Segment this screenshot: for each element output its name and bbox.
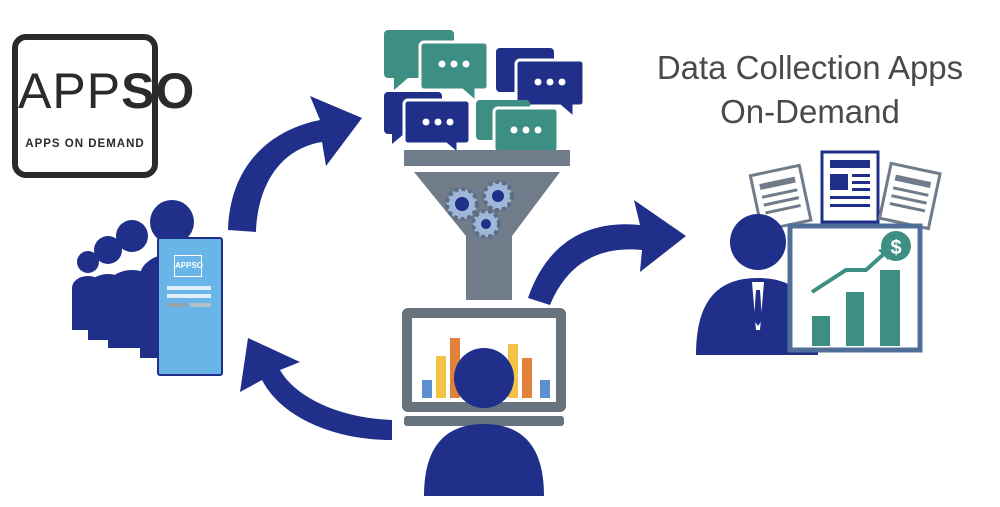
funnel	[404, 150, 570, 300]
arrow-analyst-to-business	[528, 200, 686, 305]
dollar-coin-icon: $	[881, 231, 911, 261]
business-growth: $	[696, 150, 942, 355]
phone-login-field	[167, 286, 211, 290]
logo-wordmark-app: APP	[18, 63, 122, 119]
gear-icon	[445, 187, 479, 221]
logo-tagline: APPS ON DEMAND	[25, 138, 145, 150]
chat-bubbles	[384, 30, 586, 168]
analyst-workstation	[402, 308, 566, 496]
documents	[748, 150, 942, 233]
logo-wordmark: APPSO	[18, 62, 194, 120]
arrow-users-to-chat	[228, 96, 362, 232]
heading-line-1: Data Collection Apps	[656, 49, 964, 86]
phone-signup-button	[190, 303, 211, 307]
phone-password-field	[167, 294, 211, 298]
analyst-person	[424, 348, 544, 496]
logo-wordmark-so: SO	[121, 63, 196, 119]
gear-icon	[471, 209, 501, 239]
phone-login-button	[167, 303, 187, 307]
diagram-heading: Data Collection Apps On-Demand	[620, 46, 1000, 134]
phone-app-logo: APPSO	[174, 255, 203, 277]
gear-icon	[482, 180, 514, 212]
dollar-symbol: $	[890, 237, 901, 259]
speech-bubble-icon	[384, 92, 472, 158]
appso-logo: APPSO APPS ON DEMAND	[12, 34, 194, 178]
arrow-analyst-to-users	[240, 338, 392, 440]
speech-bubble-icon	[496, 48, 586, 122]
speech-bubble-icon	[418, 40, 490, 106]
heading-line-2: On-Demand	[720, 93, 900, 130]
